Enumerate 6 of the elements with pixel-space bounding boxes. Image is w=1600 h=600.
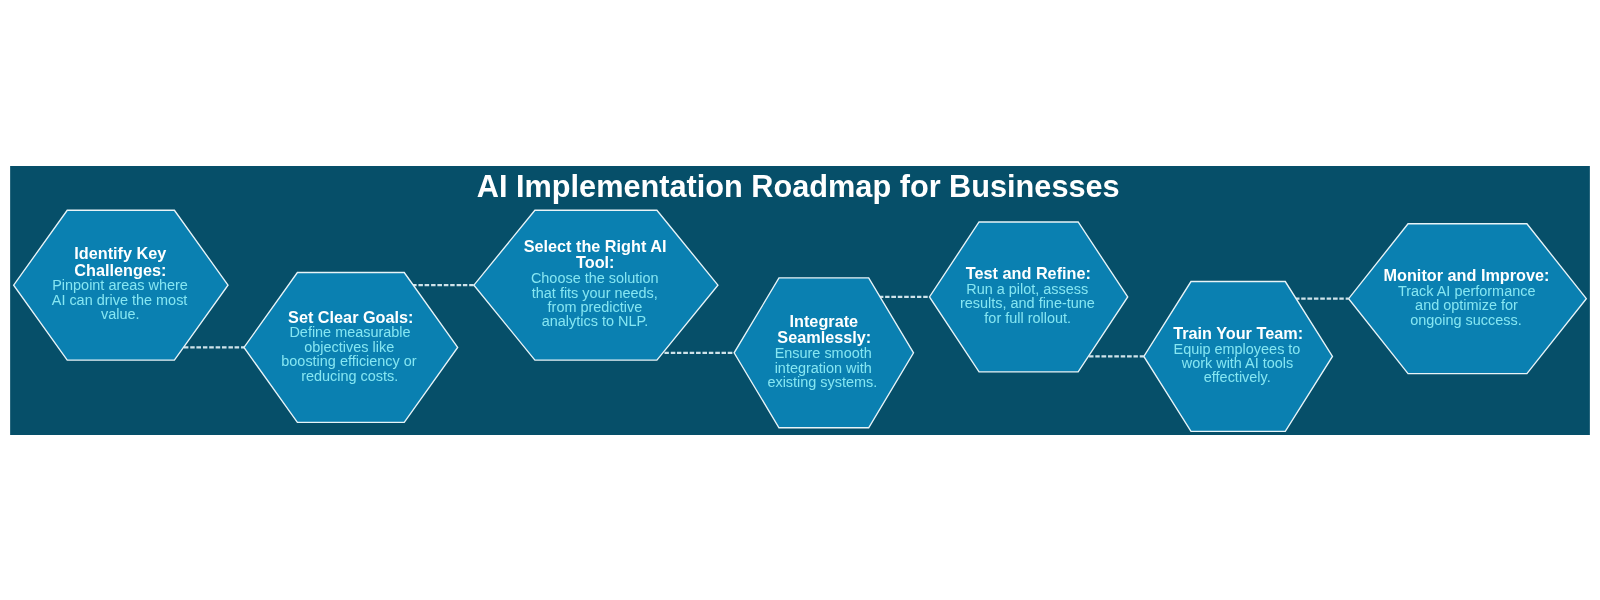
connector — [412, 283, 474, 286]
connector — [1089, 354, 1144, 358]
connector — [664, 351, 735, 354]
connector — [184, 345, 245, 349]
diagram-title: AI Implementation Roadmap for Businesses — [476, 168, 1120, 204]
connector — [1295, 297, 1349, 300]
